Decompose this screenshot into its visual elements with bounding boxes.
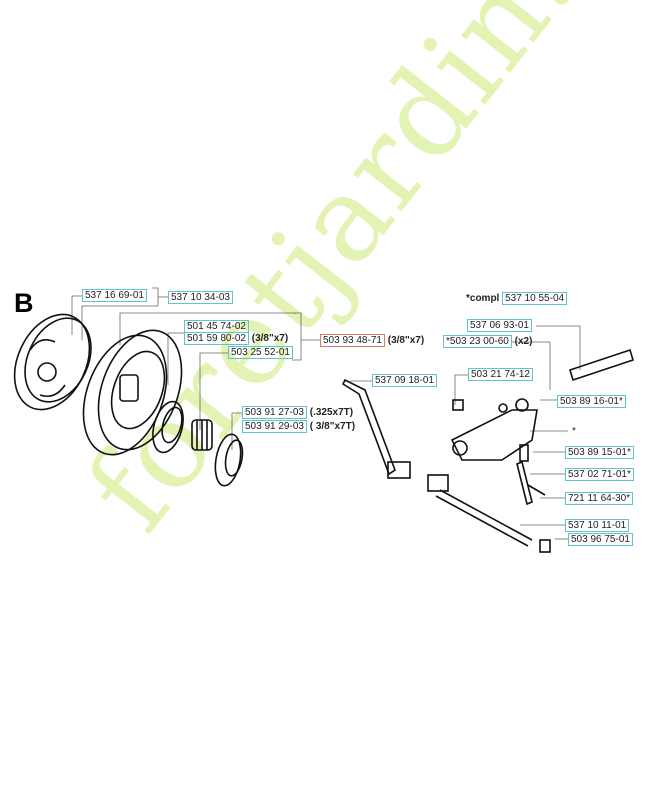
label-row: * bbox=[572, 426, 576, 437]
label-row: 537 09 18-01 bbox=[372, 374, 437, 387]
label-row: 503 96 75-01 bbox=[568, 533, 633, 546]
spec: (.325x7T) bbox=[309, 407, 354, 418]
lever-drawing bbox=[341, 378, 411, 479]
part-537-10-34-03[interactable]: 537 10 34-03 bbox=[168, 291, 233, 304]
rim-sprocket-drawing bbox=[152, 400, 184, 454]
label-row: 537 02 71-01* bbox=[565, 468, 634, 481]
label-row: 501 59 80-02 (3/8"x7) bbox=[184, 332, 289, 345]
spec: (x2) bbox=[514, 336, 533, 347]
part-503-89-16-01[interactable]: 503 89 16-01* bbox=[557, 395, 626, 408]
part-503-96-75-01[interactable]: 503 96 75-01 bbox=[568, 533, 633, 546]
part-537-16-69-01[interactable]: 537 16 69-01 bbox=[82, 289, 147, 302]
part-503-91-27-03[interactable]: 503 91 27-03 bbox=[242, 406, 307, 419]
part-503-21-74-12[interactable]: 503 21 74-12 bbox=[468, 368, 533, 381]
label-row: 503 89 15-01* bbox=[565, 446, 634, 459]
bracket-drawing bbox=[450, 348, 634, 506]
label-row: 503 91 27-03 (.325x7T) bbox=[242, 406, 354, 419]
asterisk-note: * bbox=[572, 426, 576, 437]
label-row: 537 10 11-01 bbox=[565, 519, 630, 532]
part-503-89-15-01[interactable]: 503 89 15-01* bbox=[565, 446, 634, 459]
part-537-09-18-01[interactable]: 537 09 18-01 bbox=[372, 374, 437, 387]
label-row: 721 11 64-30* bbox=[565, 492, 634, 505]
label-row: 503 21 74-12 bbox=[468, 368, 533, 381]
label-row: *compl 537 10 55-04 bbox=[466, 292, 568, 305]
part-503-25-52-01[interactable]: 503 25 52-01 bbox=[228, 346, 293, 359]
part-503-93-48-71[interactable]: 503 93 48-71 bbox=[320, 334, 385, 347]
part-501-59-80-02[interactable]: 501 59 80-02 bbox=[184, 332, 249, 345]
part-537-10-55-04[interactable]: 537 10 55-04 bbox=[502, 292, 568, 305]
spec: (3/8"x7) bbox=[251, 333, 289, 344]
label-row: 537 10 34-03 bbox=[168, 291, 233, 304]
label-row: 501 45 74-02 bbox=[184, 320, 249, 333]
leader-lines bbox=[71, 287, 581, 540]
label-row: 503 25 52-01 bbox=[228, 346, 293, 359]
spur-sprocket-drawing bbox=[214, 433, 244, 487]
spec: ( 3/8"x7T) bbox=[309, 421, 356, 432]
label-row: 503 89 16-01* bbox=[557, 395, 626, 408]
part-501-45-74-02[interactable]: 501 45 74-02 bbox=[184, 320, 249, 333]
label-row: *503 23 00-60 (x2) bbox=[443, 335, 533, 348]
clutch-drum-drawing bbox=[82, 329, 183, 456]
clutch-drawing bbox=[13, 313, 92, 411]
part-537-02-71-01[interactable]: 537 02 71-01* bbox=[565, 468, 634, 481]
label-row: 537 16 69-01 bbox=[82, 289, 147, 302]
part-537-10-11-01[interactable]: 537 10 11-01 bbox=[565, 519, 630, 532]
shaft-drawing bbox=[427, 474, 551, 553]
label-row: 503 93 48-71 (3/8"x7) bbox=[320, 334, 425, 347]
part-503-91-29-03[interactable]: 503 91 29-03 bbox=[242, 420, 307, 433]
label-row: 503 91 29-03 ( 3/8"x7T) bbox=[242, 420, 356, 433]
part-537-06-93-01[interactable]: 537 06 93-01 bbox=[467, 319, 532, 332]
needle-bearing-drawing bbox=[191, 419, 213, 451]
section-letter: B bbox=[14, 288, 34, 318]
spec: (3/8"x7) bbox=[387, 335, 425, 346]
compl-prefix: *compl bbox=[466, 293, 500, 304]
label-row: 537 06 93-01 bbox=[467, 319, 532, 332]
part-503-23-00-60[interactable]: *503 23 00-60 bbox=[443, 335, 512, 348]
part-721-11-64-30[interactable]: 721 11 64-30* bbox=[565, 492, 634, 505]
